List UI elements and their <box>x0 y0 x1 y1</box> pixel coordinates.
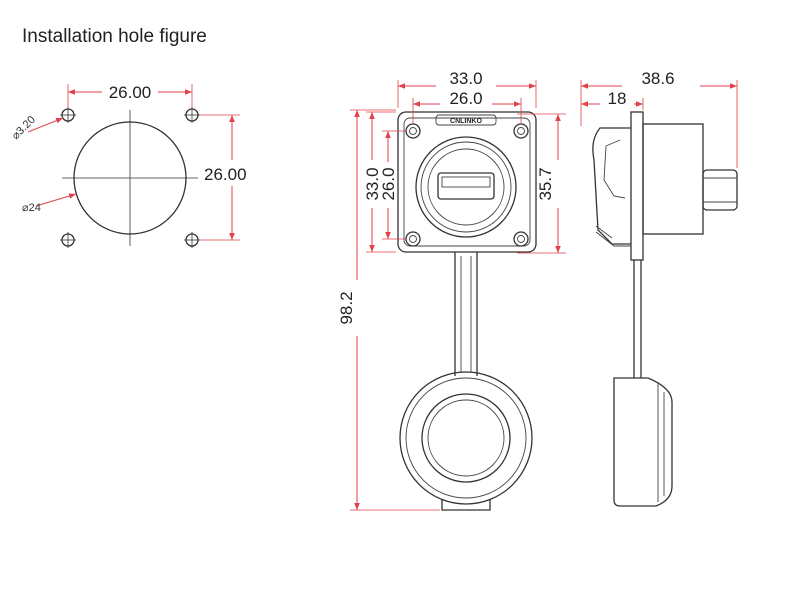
side-view: 38.6 18 <box>580 69 738 507</box>
hole-pitch-height: 26.0 <box>379 167 398 200</box>
side-rear-body <box>642 123 704 235</box>
figure-title: Installation hole figure <box>22 26 207 47</box>
hole-pitch-width: 26.0 <box>449 89 482 108</box>
installation-hole-figure: 26.00 26.00 ⌀3.20 ⌀24 <box>10 83 247 248</box>
side-flange <box>630 111 644 261</box>
dust-cap <box>399 371 533 505</box>
side-front-body <box>592 127 631 245</box>
mounting-holes <box>60 107 200 248</box>
front-view: CNLINKO 33.0 26.0 33.0 <box>337 69 566 511</box>
flange-width: 33.0 <box>449 69 482 88</box>
total-depth: 38.6 <box>641 69 674 88</box>
side-tail <box>702 169 738 211</box>
body-height: 35.7 <box>536 167 555 200</box>
hole-spacing-vertical: 26.00 <box>204 165 247 184</box>
flange-height: 33.0 <box>363 167 382 200</box>
usb-port <box>437 172 495 200</box>
total-length: 98.2 <box>337 291 356 324</box>
small-hole-diameter: ⌀3.20 <box>10 114 38 142</box>
center-hole-diameter: ⌀24 <box>22 202 41 214</box>
receptacle-body <box>415 136 517 238</box>
hole-spacing-horizontal: 26.00 <box>109 83 152 102</box>
side-cap <box>613 377 673 507</box>
front-depth: 18 <box>608 89 627 108</box>
brand-logo: CNLINKO <box>450 118 482 125</box>
flange-plate <box>397 111 537 253</box>
